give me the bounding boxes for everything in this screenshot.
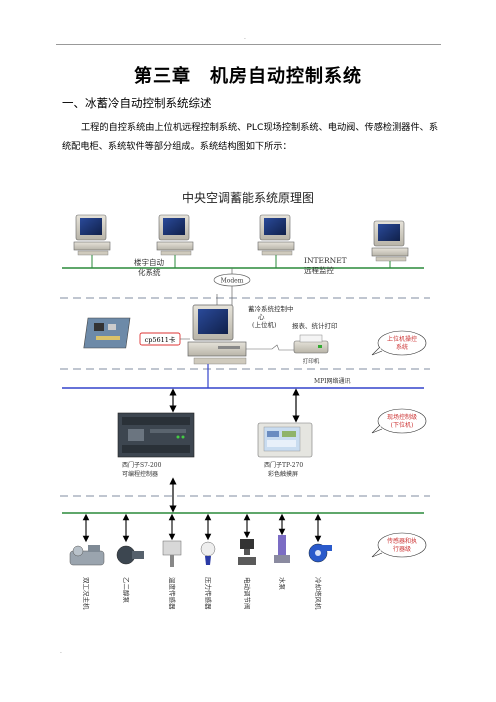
remote-monitor-label: 远程监控 xyxy=(304,265,334,275)
workstation-icon xyxy=(156,214,194,256)
workstation-icon xyxy=(73,214,111,256)
device-label-control-valve: 电动调节阀 xyxy=(243,577,252,610)
mpi-label: MPI网络通讯 xyxy=(314,377,351,385)
water-pump-icon xyxy=(274,535,290,563)
touch-panel-label: 西门子TP-270 xyxy=(264,461,303,469)
control-center-label-3: (上位机) xyxy=(252,320,277,329)
field-system-callout xyxy=(377,408,427,434)
building-automation-label: 楼宇自动 xyxy=(134,257,164,267)
sensor-system-label: 传感器和执 xyxy=(387,537,417,545)
internet-label: INTERNET xyxy=(304,256,347,265)
device-label-glycol-pump: 乙二醇泵 xyxy=(122,577,131,604)
report-print-label: 报表、统计打印 xyxy=(292,321,338,330)
control-center-label-2: 心 xyxy=(258,313,265,321)
device-label-pressure-sensor: 压力传感器 xyxy=(204,577,213,610)
central-computer-icon xyxy=(187,304,247,365)
cooling-fan-icon xyxy=(308,543,332,563)
workstation-icon xyxy=(371,220,409,262)
modem-label: Modem xyxy=(221,278,244,285)
system-diagram: 中央空调蓄能系统原理图 楼宇自动 化系统 INTERNET 远程监控 Modem xyxy=(60,190,430,610)
sensor-system-label-2: 行器级 xyxy=(393,545,411,553)
field-system-label-2: (下位机) xyxy=(391,421,414,429)
glycol-pump-icon xyxy=(116,545,144,565)
workstation-icon xyxy=(257,214,295,256)
device-label-water-pump: 水泵 xyxy=(278,577,287,591)
device-label-temperature-sensor: 温度传感器 xyxy=(168,577,177,610)
device-label-chiller: 双工况主机 xyxy=(82,577,91,610)
section-heading: 一、冰蓄冷自动控制系统综述 xyxy=(62,96,212,110)
printer-label: 打印机 xyxy=(303,357,320,365)
printer-icon xyxy=(293,334,329,354)
chapter-title: 第三章 机房自动控制系统 xyxy=(134,66,362,87)
plc-label: 西门子S7-200 xyxy=(122,461,162,469)
footer-mark: . xyxy=(60,648,62,655)
upper-system-callout xyxy=(377,330,427,356)
plc-image xyxy=(117,412,195,458)
pressure-sensor-icon xyxy=(200,541,216,565)
plc-label-2: 可编程控制器 xyxy=(122,470,158,478)
cp5611-card-image xyxy=(83,317,131,349)
diagram-title: 中央空调蓄能系统原理图 xyxy=(182,190,314,205)
chiller-icon xyxy=(69,545,105,566)
cp5611-card-label: cp5611卡 xyxy=(145,335,176,344)
upper-system-label: 上位机操控 xyxy=(387,335,417,343)
upper-system-label-2: 系统 xyxy=(396,343,408,351)
device-label-cooling-fan: 冷却塔风机 xyxy=(314,577,323,610)
touch-panel-label-2: 彩色触摸屏 xyxy=(268,470,298,478)
body-paragraph: 工程的自控系统由上位机远程控制系统、PLC现场控制系统、电动阀、传感检测器件、系… xyxy=(62,122,439,152)
header-mark: . xyxy=(244,34,246,41)
header-rule xyxy=(56,44,441,45)
temperature-sensor-icon xyxy=(162,540,182,567)
sensor-system-callout xyxy=(377,532,427,558)
control-center-label: 蓄冷系统控制中 xyxy=(248,304,294,313)
building-automation-label-2: 化系统 xyxy=(138,267,161,277)
field-system-label: 现场控制级 xyxy=(387,413,417,421)
control-valve-icon xyxy=(238,539,256,565)
touch-panel-image xyxy=(257,422,313,458)
